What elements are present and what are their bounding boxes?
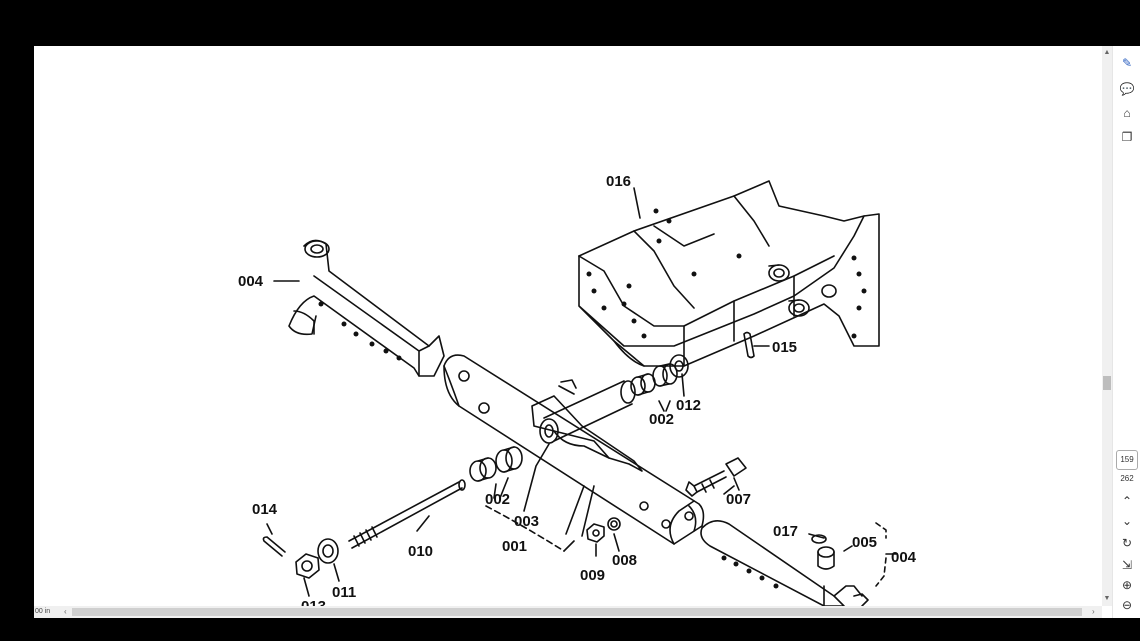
label-005: 005 [852,534,877,551]
previous-page-icon[interactable]: ⌃ [1121,494,1133,508]
bookmark-icon[interactable]: ⌂ [1123,106,1131,120]
label-002-upper: 002 [649,411,674,428]
comment-icon[interactable]: 💬 [1119,82,1135,96]
vertical-scroll-thumb[interactable] [1103,376,1111,390]
fit-page-icon[interactable]: ⇲ [1121,558,1133,572]
horizontal-scroll-thumb[interactable] [72,608,1082,616]
parts-diagram: 016 004 015 012 002 007 002 003 001 014 … [238,173,917,606]
document-viewer: 016 004 015 012 002 007 002 003 001 014 … [34,46,1140,618]
page-number-input[interactable]: 159 [1116,450,1138,470]
zoom-label: 00 in [35,608,51,615]
scroll-right-arrow[interactable]: › [1092,607,1095,616]
label-016: 016 [606,173,631,190]
label-003: 003 [514,513,539,530]
scroll-left-arrow[interactable]: ‹ [64,607,67,616]
label-007: 007 [726,491,751,508]
edit-pdf-icon[interactable]: ✎ [1121,56,1133,70]
pages-icon[interactable]: ❐ [1121,130,1133,144]
vertical-scrollbar[interactable]: ▲ ▼ [1102,46,1112,606]
label-004-upper: 004 [238,273,264,290]
part-001-center-tube [443,354,705,545]
part-004-lower-arm [700,520,863,606]
page-total: 262 [1120,474,1134,483]
part-016-frame [578,180,880,367]
label-013: 013 [301,598,326,606]
horizontal-scrollbar[interactable]: 00 in ‹ › [34,606,1102,618]
label-008: 008 [612,552,637,569]
label-010: 010 [408,543,433,560]
label-002-lower: 002 [485,491,510,508]
right-tool-panel: ✎ 💬 ⌂ ❐ 159 262 ⌃ ⌄ ↻ ⇲ ⊕ ⊖ [1112,46,1140,618]
label-015: 015 [772,339,797,356]
scroll-up-arrow[interactable]: ▲ [1103,49,1111,56]
next-page-icon[interactable]: ⌄ [1121,514,1133,528]
label-011: 011 [332,584,356,601]
rotate-icon[interactable]: ↻ [1121,536,1133,550]
label-017: 017 [773,523,798,540]
scroll-down-arrow[interactable]: ▼ [1103,595,1111,602]
zoom-in-icon[interactable]: ⊕ [1121,578,1133,592]
label-001: 001 [502,538,527,555]
label-004-lower: 004 [891,549,917,566]
label-009: 009 [580,567,605,584]
zoom-out-icon[interactable]: ⊖ [1121,598,1133,612]
label-014: 014 [252,501,278,518]
document-page: 016 004 015 012 002 007 002 003 001 014 … [34,46,1100,606]
part-003-shaft [539,380,636,444]
part-004-upper-arm [288,239,445,377]
label-012: 012 [676,397,701,414]
